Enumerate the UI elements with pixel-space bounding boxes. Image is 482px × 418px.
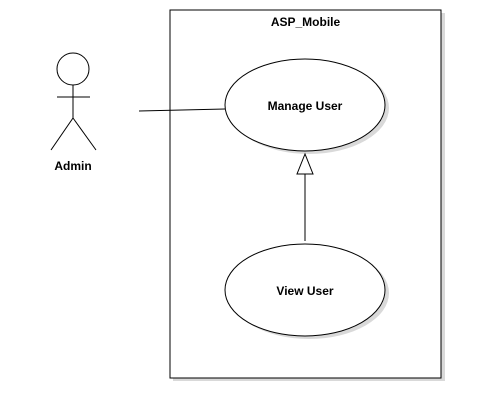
- actor-left-leg: [50, 117, 74, 151]
- actor-right-leg: [72, 117, 97, 151]
- use-case-manage-user[interactable]: Manage User: [224, 58, 389, 154]
- use-case-label: Manage User: [268, 99, 343, 113]
- use-case-label: View User: [276, 284, 333, 298]
- generalization-connector[interactable]: [296, 152, 314, 241]
- use-case-ellipse[interactable]: [224, 58, 386, 152]
- actor-label: Admin: [54, 159, 91, 173]
- generalization-arrowhead-icon: [296, 152, 314, 175]
- actor-admin[interactable]: Admin: [50, 52, 97, 173]
- actor-head: [56, 52, 90, 86]
- system-title: ASP_Mobile: [271, 15, 341, 29]
- use-case-view-user[interactable]: View User: [224, 243, 389, 339]
- association-line[interactable]: [138, 108, 226, 112]
- use-case-ellipse[interactable]: [224, 243, 386, 337]
